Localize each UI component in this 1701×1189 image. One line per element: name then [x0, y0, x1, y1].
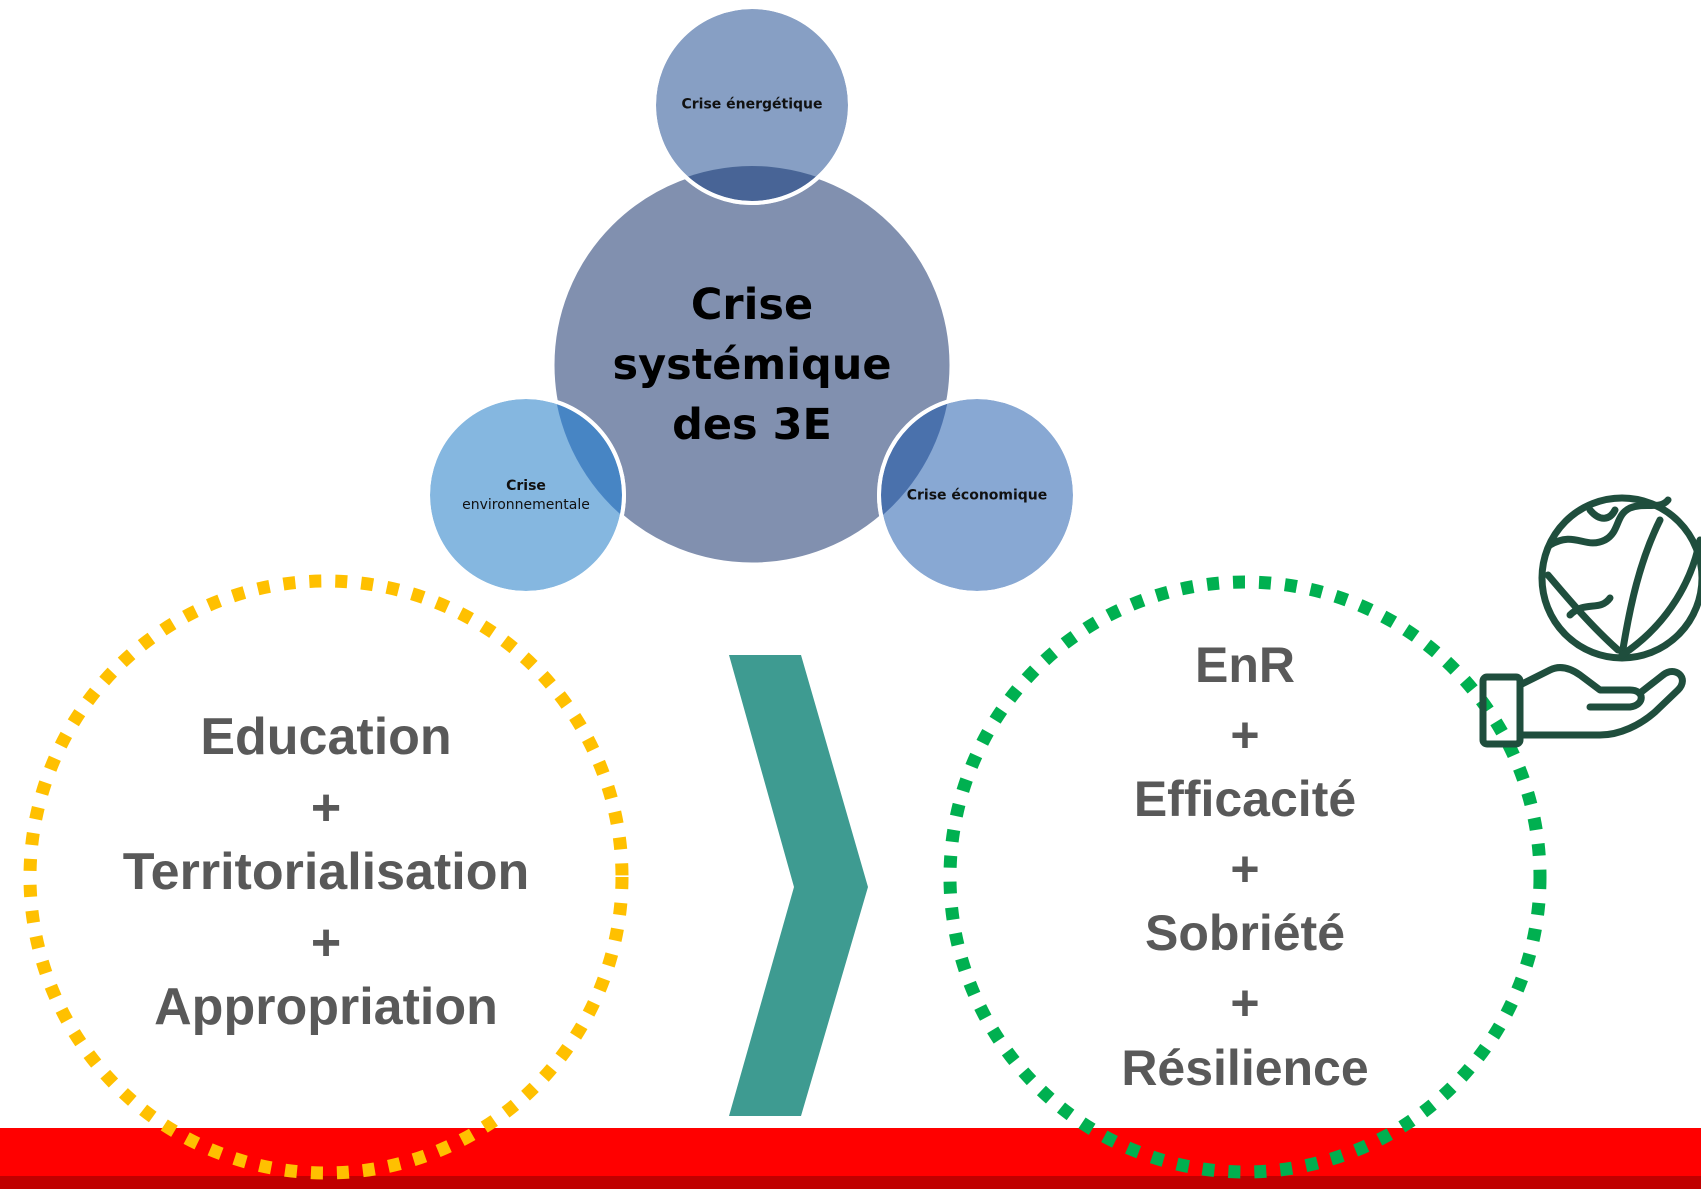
center-crisis-line1: Crise: [690, 280, 814, 330]
right-item-sobriete: Sobriété: [1144, 905, 1346, 961]
left-plus-1: +: [310, 779, 342, 837]
economy-crisis-text: Crise économique: [906, 487, 1048, 504]
right-plus-2: +: [1230, 841, 1260, 897]
globe-leaf-in-hand-icon: [1479, 494, 1701, 748]
left-item-appropriation: Appropriation: [154, 978, 498, 1036]
right-item-enr: EnR: [1195, 637, 1295, 693]
center-crisis-label: Crise systémique des 3E: [612, 275, 891, 455]
environment-crisis-label: Crise environnementale: [462, 477, 590, 515]
environment-crisis-line1: Crise: [506, 478, 546, 494]
left-item-territorialisation: Territorialisation: [122, 843, 530, 901]
center-crisis-line2: systémique: [612, 340, 892, 390]
right-plus-1: +: [1230, 707, 1260, 763]
economy-crisis-label: Crise économique: [907, 487, 1048, 506]
center-crisis-line3: des 3E: [672, 400, 832, 450]
chevron-right-icon: [729, 655, 868, 1116]
right-dotted-circle: [943, 575, 1547, 1179]
environment-crisis-line2: environnementale: [462, 497, 590, 513]
energy-crisis-label: Crise énergétique: [681, 96, 822, 115]
right-item-resilience: Résilience: [1121, 1040, 1369, 1096]
right-item-efficacite: Efficacité: [1133, 771, 1357, 827]
bottom-band-shadow: [0, 1176, 1701, 1189]
left-dotted-circle: [23, 574, 629, 1180]
left-plus-2: +: [310, 914, 342, 972]
left-item-education: Education: [200, 708, 452, 766]
energy-crisis-text: Crise énergétique: [681, 96, 823, 113]
right-plus-3: +: [1230, 975, 1260, 1031]
